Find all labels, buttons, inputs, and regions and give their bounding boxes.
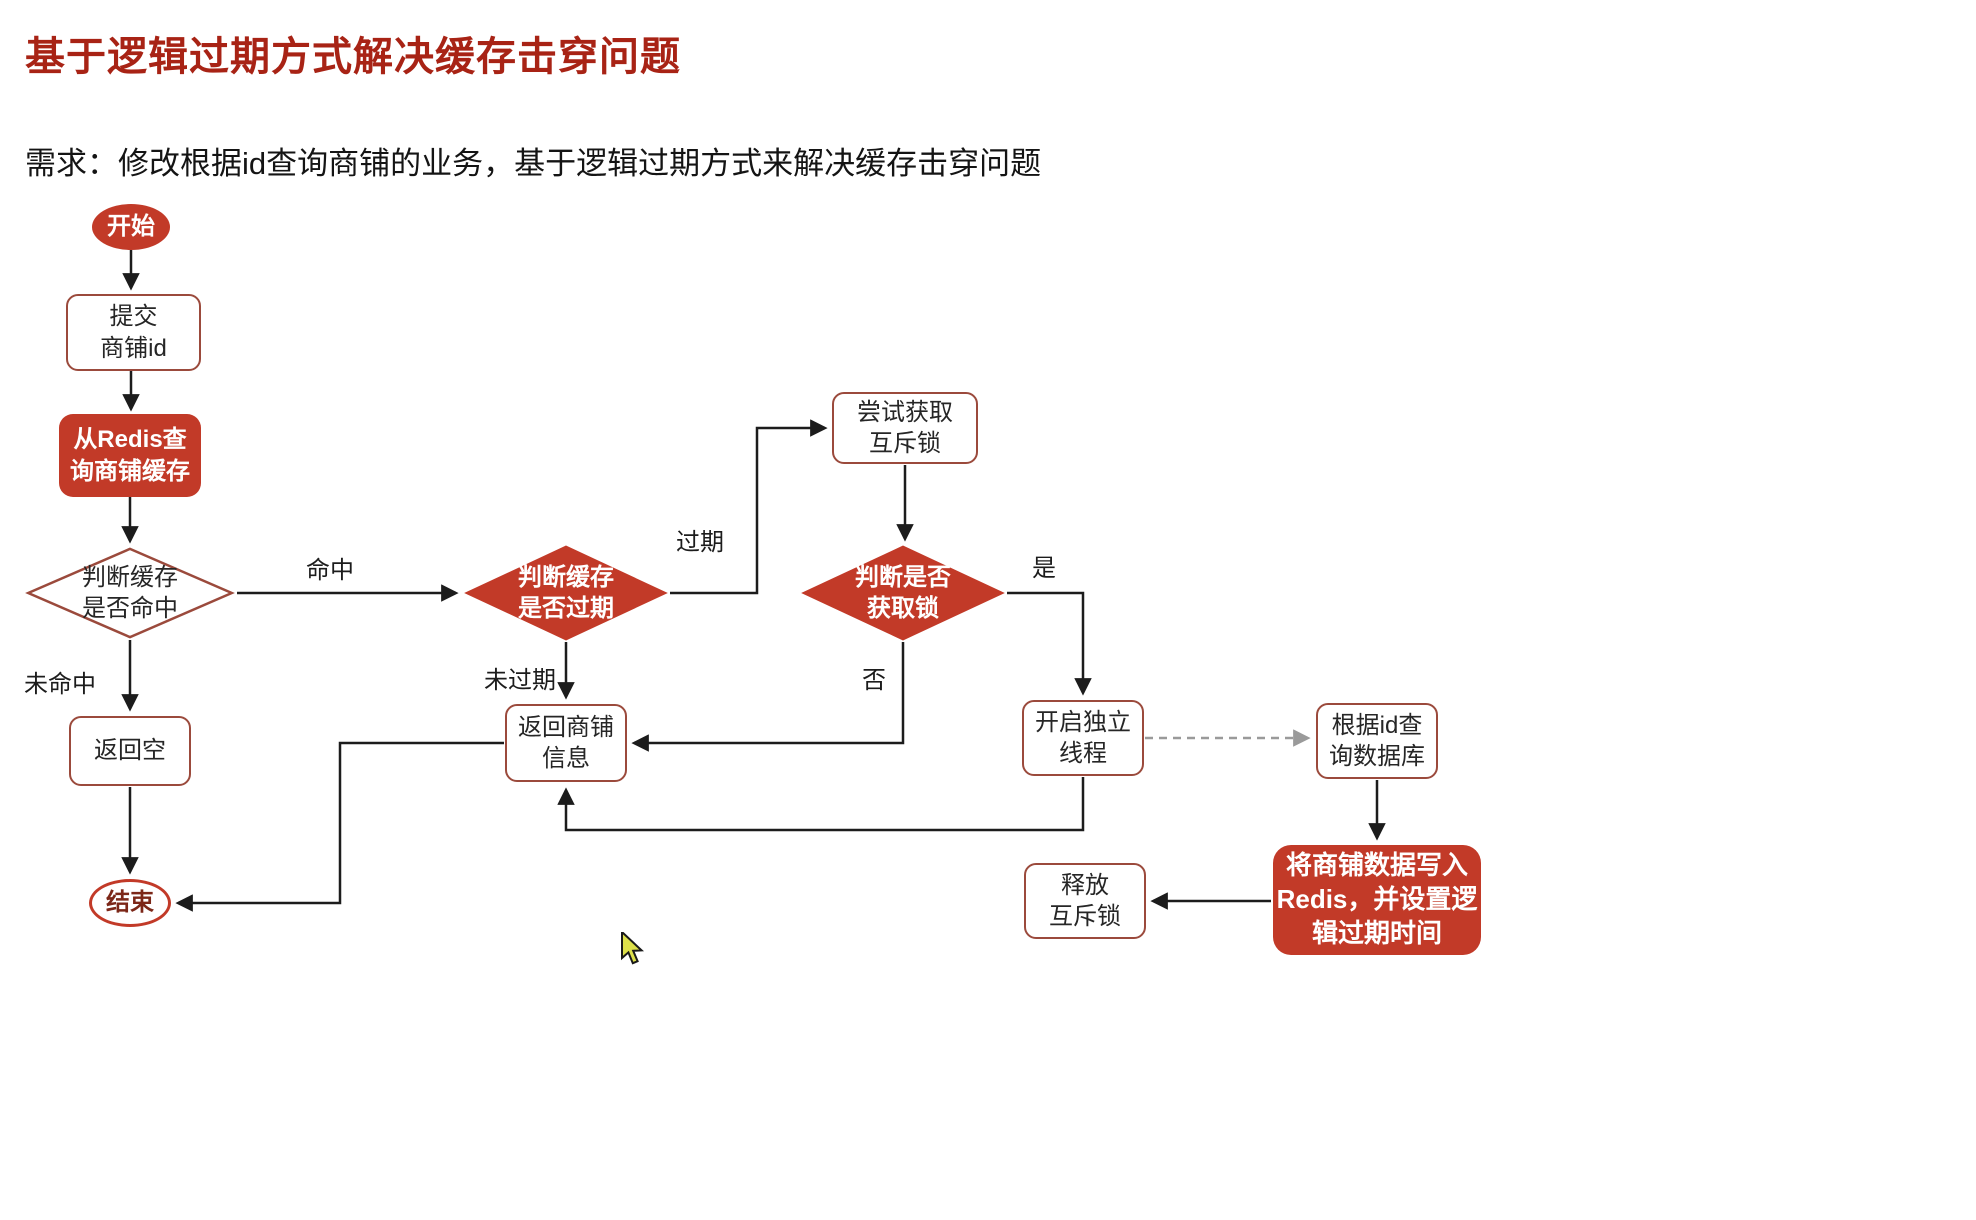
node-end: 结束 — [89, 879, 171, 927]
page-title: 基于逻辑过期方式解决缓存击穿问题 — [25, 35, 681, 79]
node-submit-shop-id: 提交 商铺id — [66, 294, 201, 371]
node-return-empty: 返回空 — [69, 716, 191, 786]
edge-new-thread-to-return-shop — [557, 777, 1085, 832]
node-query-redis-cache: 从Redis查 询商铺缓存 — [59, 414, 201, 497]
node-release-mutex: 释放 互斥锁 — [1024, 863, 1146, 939]
edge-check-lock-to-new-thread — [1007, 591, 1092, 696]
node-check-cache-expired: 判断缓存 是否过期 — [463, 545, 669, 641]
node-check-lock-acquired: 判断是否 获取锁 — [800, 545, 1006, 641]
node-check-cache-hit-label: 判断缓存 是否命中 — [82, 563, 178, 622]
edge-label-yes: 是 — [1032, 555, 1056, 582]
mouse-cursor — [621, 932, 645, 965]
node-write-redis-set-expire: 将商铺数据写入 Redis，并设置逻 辑过期时间 — [1273, 845, 1481, 955]
node-return-shop-info: 返回商铺 信息 — [505, 704, 627, 782]
node-query-db-by-id: 根据id查 询数据库 — [1316, 703, 1438, 779]
node-start: 开始 — [92, 204, 170, 250]
edge-label-expired: 过期 — [676, 529, 724, 556]
edge-label-miss: 未命中 — [24, 671, 96, 698]
edge-check-expired-to-try-lock — [670, 419, 828, 595]
node-try-acquire-mutex: 尝试获取 互斥锁 — [832, 392, 978, 464]
node-check-lock-acquired-label: 判断是否 获取锁 — [855, 563, 951, 622]
diamond-shape — [24, 547, 236, 639]
edge-return-shop-to-end — [175, 741, 504, 912]
edge-label-no: 否 — [862, 667, 886, 694]
edge-label-not-expired: 未过期 — [484, 667, 556, 694]
diamond-shape — [800, 545, 1006, 641]
node-check-cache-hit: 判断缓存 是否命中 — [24, 547, 236, 639]
node-check-cache-expired-label: 判断缓存 是否过期 — [518, 563, 614, 622]
diamond-shape — [463, 545, 669, 641]
edge-label-hit: 命中 — [306, 557, 354, 584]
requirement-text: 需求：修改根据id查询商铺的业务，基于逻辑过期方式来解决缓存击穿问题 — [25, 146, 1042, 181]
node-start-independent-thread: 开启独立 线程 — [1022, 700, 1144, 776]
edge-check-lock-to-return-shop — [631, 642, 905, 752]
